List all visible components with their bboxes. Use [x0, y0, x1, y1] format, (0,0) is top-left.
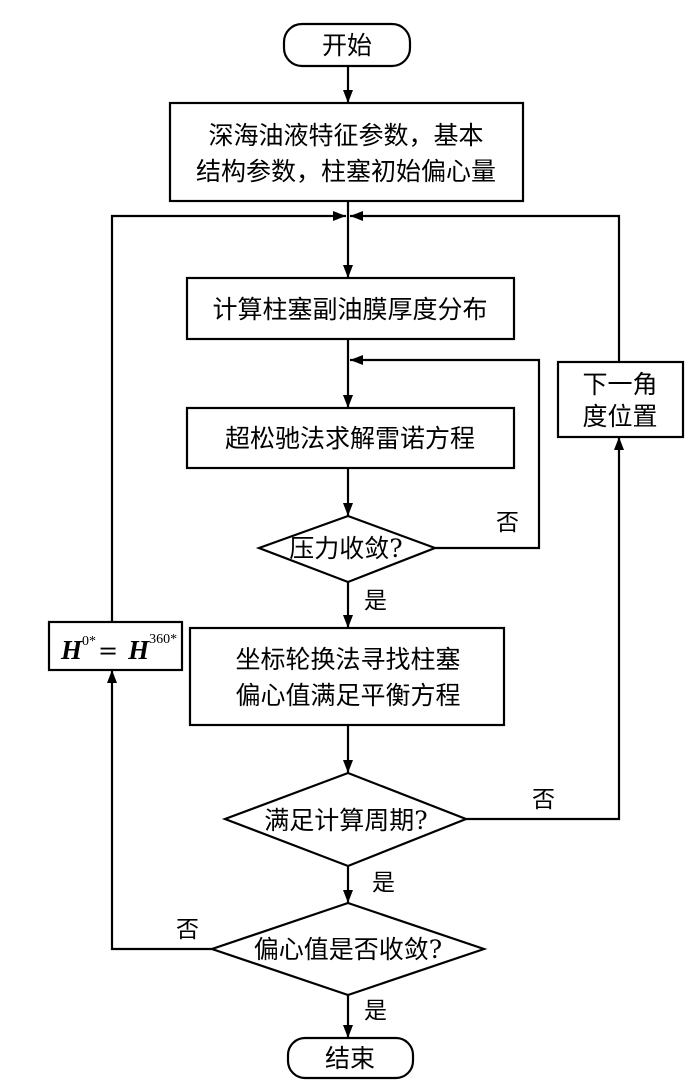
pressure-converge-label: 压力收敛?	[289, 534, 402, 563]
arrowhead	[333, 211, 346, 221]
next-angle-line-2: 度位置	[582, 402, 657, 431]
pressure-no-label: 否	[496, 510, 519, 536]
h-left-sup: 0*	[82, 634, 96, 649]
film-thickness-label: 计算柱塞副油膜厚度分布	[212, 295, 487, 324]
period-yes-label: 是	[372, 870, 395, 896]
ecc-converge-decision: 偏心值是否收敛?	[208, 901, 488, 997]
pressure-converge-decision: 压力收敛?	[255, 514, 439, 584]
period-no-label: 否	[532, 787, 555, 813]
arrowhead	[107, 670, 117, 683]
ecc-yes-label: 是	[364, 998, 387, 1024]
arrowhead	[343, 890, 353, 903]
sor-solve-label: 超松驰法求解雷诺方程	[225, 424, 475, 453]
start-terminal: 开始	[282, 22, 412, 68]
sor-solve-box: 超松驰法求解雷诺方程	[185, 406, 516, 470]
h-right-sup: 360*	[149, 632, 177, 647]
end-label: 结束	[325, 1044, 375, 1073]
ecc-no-label: 否	[176, 917, 199, 943]
coordinate-rotation-box: 坐标轮换法寻找柱塞 偏心值满足平衡方程	[188, 626, 506, 727]
period-check-label: 满足计算周期?	[264, 806, 427, 835]
arrowhead	[350, 355, 363, 365]
coord-line-1: 坐标轮换法寻找柱塞	[235, 645, 460, 674]
start-label: 开始	[322, 31, 372, 60]
arrowhead	[343, 265, 353, 278]
arrowhead	[343, 90, 353, 103]
arrowhead	[614, 437, 624, 450]
arrowhead	[350, 211, 363, 221]
arrowhead	[343, 395, 353, 408]
edge-next-angle-back	[350, 214, 621, 362]
next-angle-box: 下一角 度位置	[556, 360, 685, 439]
arrowhead	[343, 760, 353, 773]
arrowhead	[343, 615, 353, 628]
coord-line-2: 偏心值满足平衡方程	[235, 681, 460, 710]
next-angle-line-1: 下一角	[582, 370, 657, 399]
connectors	[107, 66, 624, 1038]
h-right: H	[127, 635, 150, 665]
period-check-decision: 满足计算周期?	[221, 771, 470, 868]
arrowhead	[343, 503, 353, 516]
h-left: H	[60, 635, 83, 665]
edge-h-back	[110, 214, 346, 622]
edge-period-no	[466, 437, 621, 821]
pressure-yes-label: 是	[364, 588, 387, 614]
h-equals: =	[98, 637, 118, 665]
arrowhead	[343, 1025, 353, 1038]
input-parameters-box: 深海油液特征参数，基本 结构参数，柱塞初始偏心量	[168, 101, 525, 203]
h-update-box: H0*=H360*	[47, 620, 184, 672]
edge-ecc-no	[110, 670, 212, 951]
ecc-converge-label: 偏心值是否收敛?	[254, 935, 442, 964]
film-thickness-box: 计算柱塞副油膜厚度分布	[185, 276, 516, 341]
input-line-2: 结构参数，柱塞初始偏心量	[196, 157, 496, 186]
end-terminal: 结束	[286, 1036, 415, 1080]
edge-pressure-no-loop	[350, 358, 541, 550]
h-formula: H0*=H360*	[60, 632, 177, 665]
input-line-1: 深海油液特征参数，基本	[208, 121, 483, 150]
